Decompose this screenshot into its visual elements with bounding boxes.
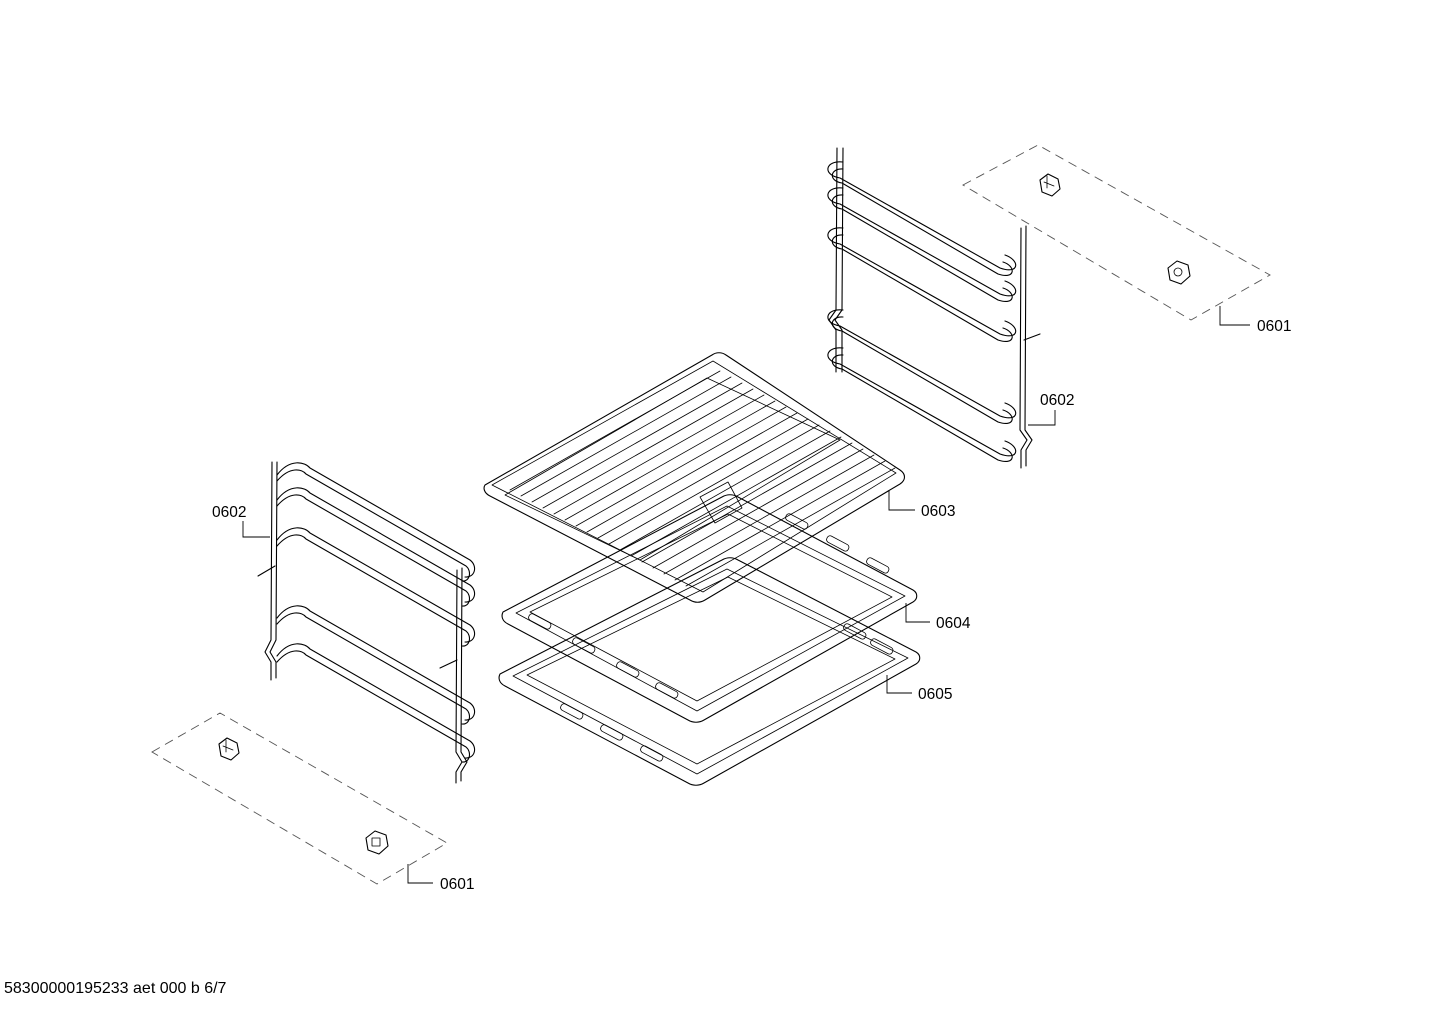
clip-top-right-b — [1167, 260, 1191, 285]
side-rail-right — [827, 147, 1041, 469]
callout-0601-bottom: 0601 — [440, 876, 474, 893]
left-rail-hooks — [276, 462, 476, 763]
clip-group-bottom-left — [151, 712, 448, 885]
grid-shelf-bars — [504, 370, 896, 587]
leader-0602-left — [242, 521, 270, 538]
clip-group-top-right — [962, 144, 1271, 321]
callout-0601-top: 0601 — [1257, 318, 1291, 335]
leader-0603 — [888, 490, 915, 511]
tray-upper-slots — [528, 513, 890, 699]
right-rail-hooks — [827, 161, 1017, 462]
clip-bottom-left-a — [218, 737, 240, 761]
clip-bottom-left-b — [365, 830, 389, 855]
baking-tray-lower — [498, 557, 921, 786]
leader-0604 — [905, 603, 930, 623]
leader-0602-right — [1028, 410, 1056, 426]
callout-0602-left: 0602 — [212, 504, 246, 521]
leader-0601-bottom — [407, 864, 433, 884]
document-reference: 58300000195233 aet 000 b 6/7 — [4, 980, 227, 997]
leader-0605 — [886, 675, 912, 694]
tray-lower-slots — [560, 623, 894, 762]
baking-tray-upper — [501, 494, 918, 723]
side-rail-left — [257, 461, 476, 784]
leader-0601-top — [1219, 306, 1250, 326]
callout-0605: 0605 — [918, 686, 952, 703]
clip-top-right-a — [1039, 173, 1061, 197]
callout-0604: 0604 — [936, 615, 971, 632]
callout-0602-right: 0602 — [1040, 392, 1074, 409]
grid-shelf — [483, 352, 906, 603]
callout-0603: 0603 — [921, 503, 955, 520]
